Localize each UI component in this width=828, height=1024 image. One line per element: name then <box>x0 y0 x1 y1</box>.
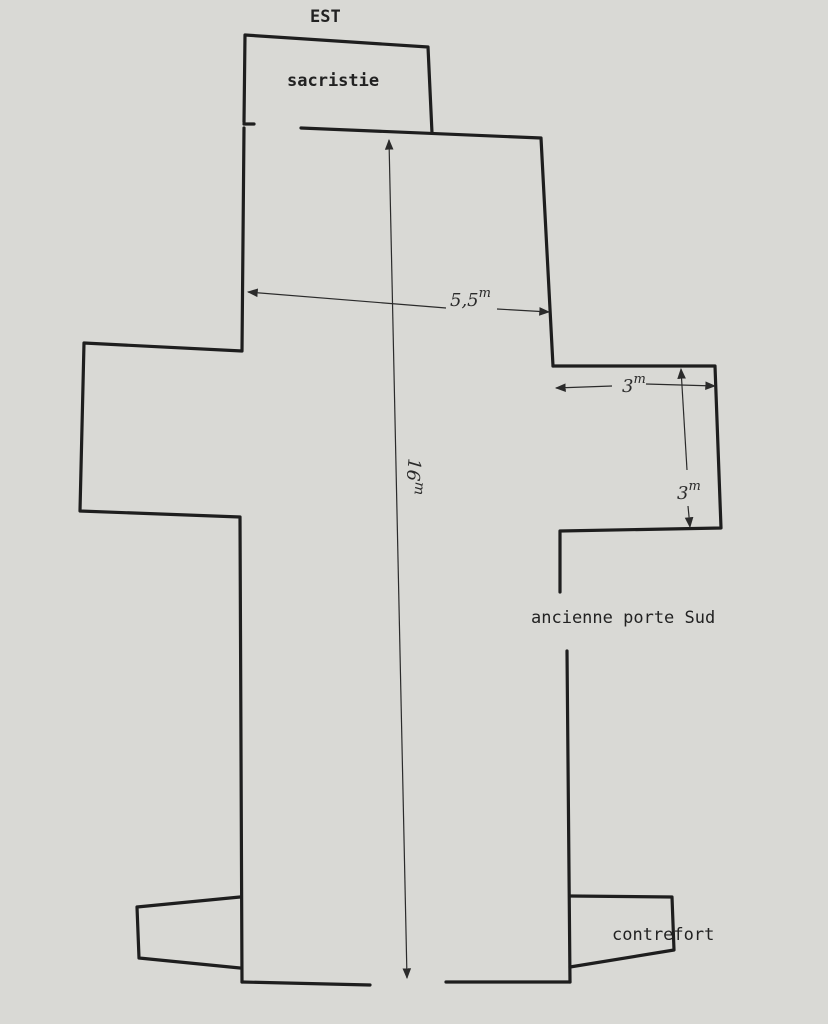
nave-width-dimension-line-right <box>496 307 551 316</box>
chapel-depth-dimension-line-top <box>677 367 688 471</box>
choir-north-wall <box>299 126 555 368</box>
sacristy-label: sacristie <box>287 71 379 91</box>
north-wall <box>78 126 246 984</box>
sacristy-walls <box>242 33 434 135</box>
nave-length-label: 16m <box>401 457 430 495</box>
north-buttress <box>135 895 242 970</box>
orientation-label: EST <box>310 7 341 27</box>
nave-width-label: 5,5m <box>450 286 491 311</box>
chapel-width-dimension-line-right <box>645 381 717 391</box>
nave-length-dimension-line <box>384 138 412 980</box>
chapel-width-unit: m <box>633 372 645 387</box>
south-wall <box>565 649 572 984</box>
nave-length-unit: m <box>410 481 427 496</box>
chapel-depth-unit: m <box>688 479 700 494</box>
south-chapel-wall <box>551 364 723 594</box>
old-south-door-label: ancienne porte Sud <box>531 608 715 628</box>
buttress-label: contrefort <box>612 925 714 945</box>
nave-width-dimension-line-left <box>246 288 447 309</box>
chapel-depth-dimension-line-bottom <box>684 505 694 529</box>
chapel-width-dimension-line-left <box>554 383 613 392</box>
south-buttress <box>568 894 676 969</box>
chapel-depth-label: 3m <box>677 479 701 504</box>
chapel-width-label: 3m <box>622 372 646 397</box>
west-wall-north-segment <box>240 980 372 987</box>
nave-width-unit: m <box>479 286 491 301</box>
